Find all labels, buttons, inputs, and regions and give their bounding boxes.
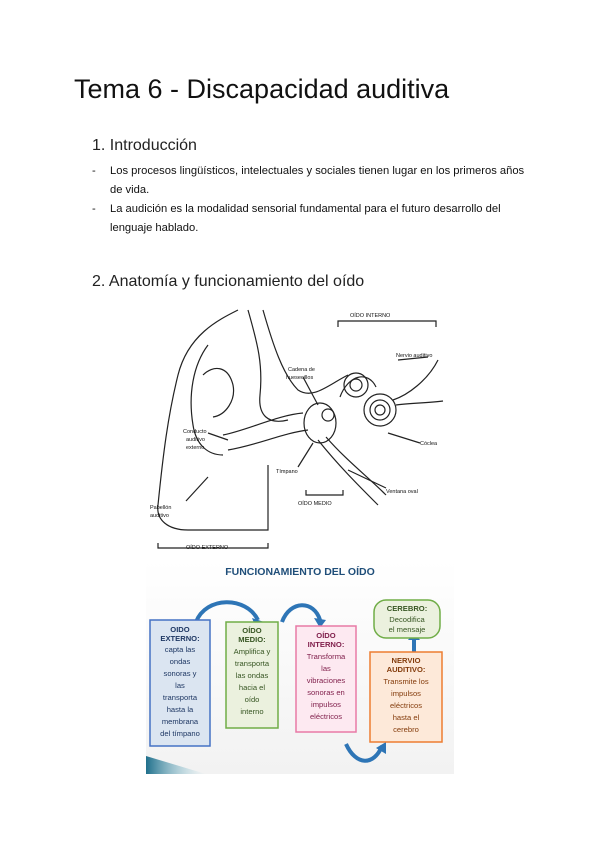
- bullet-2-text: La audición es la modalidad sensorial fu…: [110, 203, 501, 234]
- label-conducto-2: auditivo: [186, 437, 205, 443]
- box-oido-medio: [225, 621, 279, 729]
- box5-title: CEREBRO:: [387, 604, 428, 613]
- box-oido-interno: [295, 625, 357, 733]
- box4-title-1: NERVIO: [392, 656, 421, 665]
- box1-line: del tímpano: [160, 729, 200, 738]
- box1-line: las: [175, 681, 185, 690]
- box3-line: sonoras en: [307, 688, 345, 697]
- box2-title-1: OÍDO: [242, 626, 262, 635]
- label-timpano: Tímpano: [276, 469, 298, 475]
- box1-title-1: OIDO: [170, 625, 190, 634]
- box3-line: impulsos: [311, 700, 341, 709]
- bullet-2: - La audición es la modalidad sensorial …: [92, 200, 532, 238]
- box1-title-2: EXTERNO:: [160, 634, 199, 643]
- label-conducto-1: Conducto: [183, 429, 207, 435]
- label-oido-interno: OÍDO INTERNO: [350, 312, 391, 319]
- arrowhead-2: [314, 618, 326, 628]
- corner-decoration: [146, 756, 206, 774]
- arrowhead-3: [376, 742, 386, 754]
- label-oido-externo: OÍDO EXTERNO: [186, 544, 229, 551]
- box4-line: impulsos: [391, 689, 421, 698]
- ear-anatomy-diagram: OÍDO INTERNO Nervio auditivo Cadena de h…: [150, 309, 444, 551]
- section-2-heading: 2. Anatomía y funcionamiento del oído: [92, 273, 365, 290]
- page-title: Tema 6 - Discapacidad auditiva: [74, 74, 450, 104]
- label-cadena-1: Cadena de: [288, 367, 315, 373]
- box2-line: transporta: [235, 659, 270, 668]
- box4-line: Transmite los: [383, 677, 428, 686]
- funcionamiento-title: FUNCIONAMIENTO DEL OÍDO: [225, 565, 375, 578]
- label-oido-medio: OÍDO MEDIO: [298, 500, 332, 507]
- box1-line: transporta: [163, 693, 198, 702]
- box4-line: eléctricos: [390, 701, 422, 710]
- bullet-1-text: Los procesos lingüísticos, intelectuales…: [110, 165, 525, 196]
- bullet-1: - Los procesos lingüísticos, intelectual…: [92, 162, 532, 200]
- box1-line: ondas: [170, 657, 191, 666]
- box3-line: vibraciones: [307, 676, 346, 685]
- box4-line: hasta el: [393, 713, 420, 722]
- box2-line: interno: [240, 707, 263, 716]
- label-conducto-3: externo: [186, 445, 204, 451]
- label-pabellon-1: Pabellón: [150, 505, 171, 511]
- box-nervio-auditivo: [369, 651, 443, 743]
- box2-line: las ondas: [236, 671, 269, 680]
- box3-title-2: INTERNO:: [308, 640, 345, 649]
- box3-line: eléctricos: [310, 712, 342, 721]
- arrow-3: [344, 743, 384, 763]
- label-cadena-2: huesecillos: [286, 375, 313, 381]
- label-ventana-oval: Ventana oval: [386, 489, 418, 495]
- box-cerebro: [373, 599, 441, 639]
- arrow-2: [280, 603, 322, 623]
- box2-line: oído: [245, 695, 260, 704]
- box4-line: cerebro: [393, 725, 419, 734]
- box-oido-externo: [149, 619, 211, 747]
- section-1-heading: 1. Introducción: [92, 137, 197, 154]
- box3-title-1: OÍDO: [316, 631, 336, 640]
- box1-line: capta las: [165, 645, 196, 654]
- box5-line: Decodifica: [389, 615, 425, 624]
- box5-line: el mensaje: [389, 625, 426, 634]
- bullet-dash: -: [92, 165, 96, 177]
- bullet-dash: -: [92, 203, 96, 215]
- box4-title-2: AUDITIVO:: [387, 665, 426, 674]
- label-nervio-auditivo: Nervio auditivo: [396, 353, 432, 359]
- arrow-1: [194, 600, 260, 623]
- box3-line: las: [321, 664, 331, 673]
- box1-line: sonoras y: [164, 669, 197, 678]
- box3-line: Transforma: [307, 652, 346, 661]
- box1-line: hasta la: [167, 705, 194, 714]
- box1-line: membrana: [162, 717, 199, 726]
- box2-title-2: MEDIO:: [238, 635, 265, 644]
- label-pabellon-2: auditivo: [150, 513, 169, 519]
- box2-line: hacia el: [239, 683, 265, 692]
- box2-line: Amplifica y: [234, 647, 271, 656]
- label-coclea: Cóclea: [420, 441, 438, 447]
- funcionamiento-diagram: FUNCIONAMIENTO DEL OÍDO OIDO EXTERNO: ca…: [146, 560, 454, 774]
